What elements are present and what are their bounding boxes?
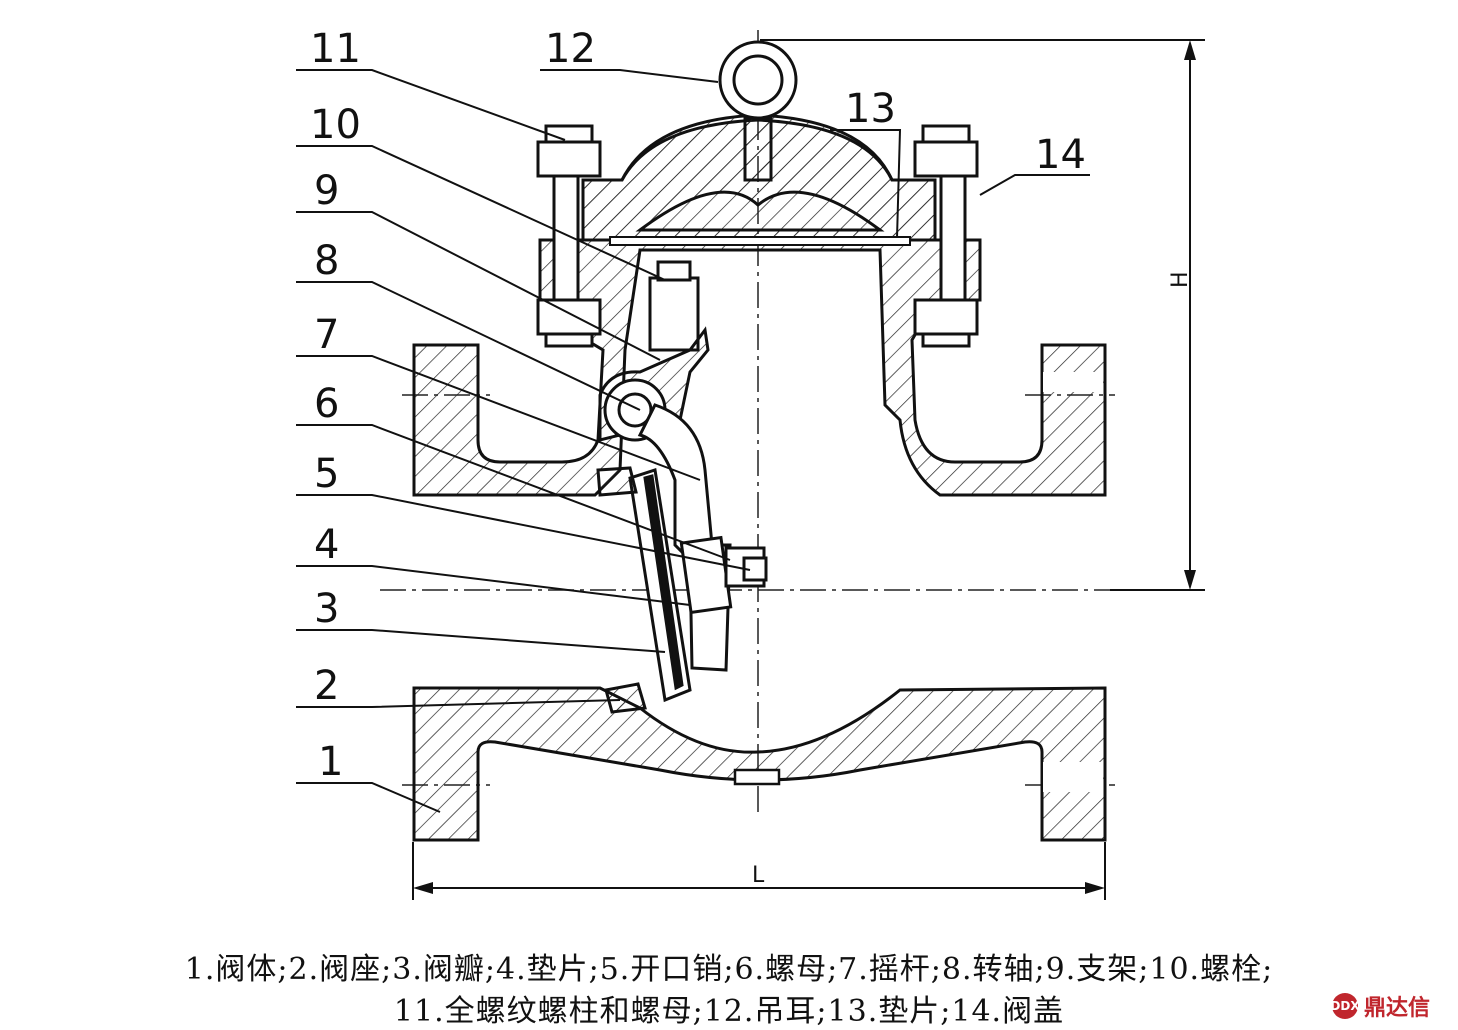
callout-numbers: 11 10 9 8 7 6 5 4 3 2 1 12 13 14 (310, 26, 1086, 785)
caption-line-2: 11.全螺纹螺柱和螺母;12.吊耳;13.垫片;14.阀盖 (393, 994, 1065, 1029)
callout-10: 10 (310, 102, 361, 148)
callout-13: 13 (845, 86, 896, 132)
leader-lines (296, 69, 1090, 813)
lifting-eye (718, 40, 798, 182)
callout-2: 2 (314, 663, 339, 709)
callout-5: 5 (314, 451, 339, 497)
callout-14: 14 (1035, 132, 1086, 178)
callout-3: 3 (314, 586, 339, 632)
callout-1: 1 (318, 739, 343, 785)
callout-4: 4 (314, 522, 339, 568)
dimension-length (412, 842, 1106, 900)
callout-7: 7 (314, 312, 339, 358)
seat-ring (596, 466, 647, 714)
caption-line-1: 1.阀体;2.阀座;3.阀瓣;4.垫片;5.开口销;6.螺母;7.摇杆;8.转轴… (184, 952, 1274, 987)
bore-openings (1043, 372, 1103, 792)
callout-11: 11 (310, 26, 361, 72)
callout-9: 9 (314, 168, 339, 214)
dimension-height-label: H (1168, 271, 1193, 288)
watermark-text: 鼎达信 (1363, 996, 1430, 1021)
watermark: DDX 鼎达信 (1330, 990, 1430, 1022)
callout-12: 12 (545, 26, 596, 72)
drain-boss (733, 768, 781, 786)
watermark-logo-icon: DDX (1330, 993, 1360, 1019)
dimension-length-label: L (752, 863, 765, 888)
valve-body (412, 113, 1107, 842)
dimension-height (760, 39, 1205, 591)
callout-6: 6 (314, 381, 339, 427)
callout-8: 8 (314, 238, 339, 284)
bonnet-gasket (609, 236, 911, 246)
